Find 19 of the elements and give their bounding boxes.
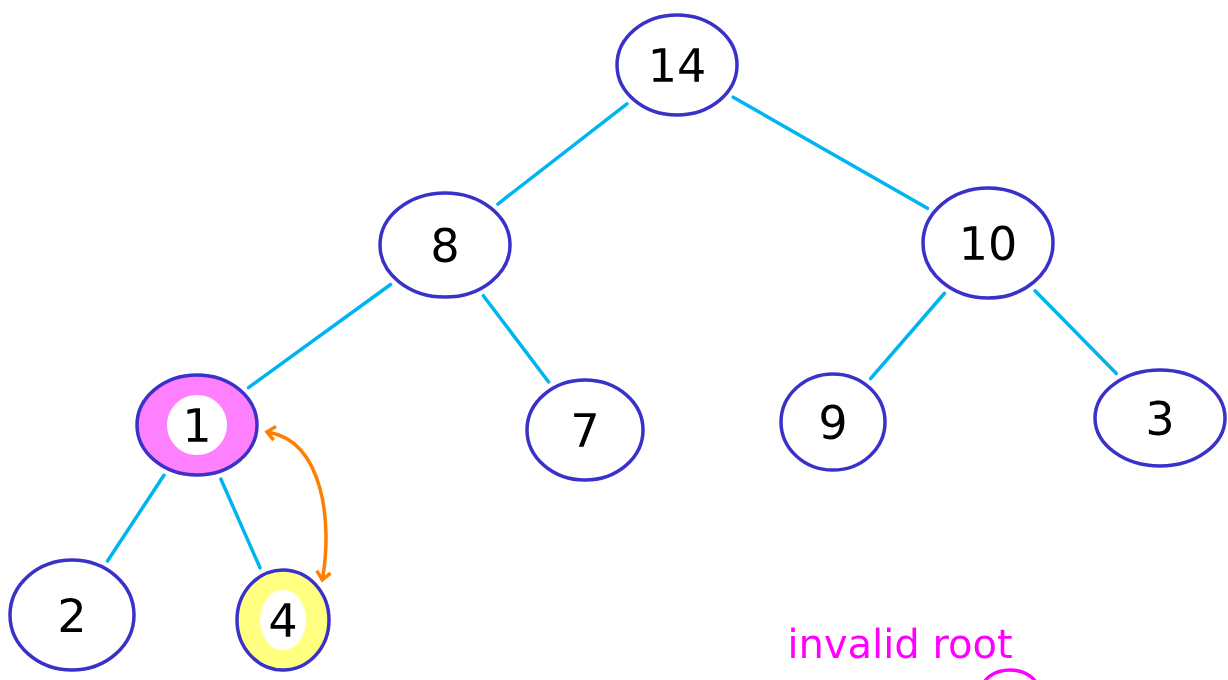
tree-edge (496, 102, 629, 206)
tree-node: 9 (779, 372, 887, 472)
note-text: invalid root (791, 627, 1012, 659)
tree-edge (868, 291, 947, 381)
tree-node: 4 (235, 568, 331, 672)
tree-edge (481, 293, 551, 384)
tree-edge (731, 95, 930, 211)
tree-node: 14 (615, 13, 739, 117)
tree-edge (1033, 289, 1119, 376)
tree-node: 1 (135, 373, 259, 477)
tree-edge (219, 477, 262, 570)
tree-node: 2 (8, 558, 136, 672)
swap-arrow (264, 424, 332, 583)
tree-edge (105, 473, 166, 563)
tree-node: 10 (921, 186, 1055, 300)
tree-node: 3 (1093, 368, 1227, 468)
tree-node: 8 (378, 191, 512, 299)
tree-node: 7 (525, 378, 645, 482)
tree-edge (246, 282, 393, 390)
